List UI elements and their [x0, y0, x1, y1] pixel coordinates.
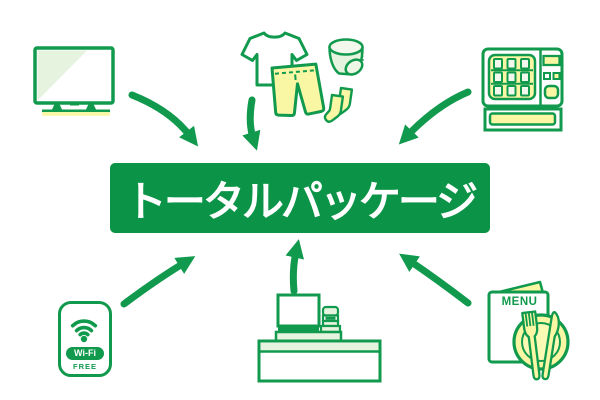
vending-machine-icon: [481, 47, 564, 132]
arrow-tv-to-package: [128, 91, 199, 147]
banner-label: トータルパッケージ: [124, 177, 478, 225]
tv-base: [42, 112, 110, 116]
menu-book-icon: MENU: [486, 277, 594, 387]
arrow-menu-to-package: [399, 253, 472, 307]
arrow-wifi-to-package: [120, 256, 196, 308]
reception-desk-icon: [257, 293, 382, 383]
knife-icon: [541, 311, 560, 381]
coin-slot: [543, 84, 560, 100]
wifi-badge: Wi-Fi: [66, 347, 104, 360]
arrow-clothing-to-package: [242, 96, 261, 151]
fork-icon: [521, 310, 541, 381]
wifi-signal-icon: [70, 319, 98, 343]
total-package-banner: トータルパッケージ: [110, 163, 490, 233]
arrow-desk-to-package: [285, 239, 304, 295]
tv-stand: [52, 103, 96, 110]
clothing-icon: [240, 31, 364, 123]
menu-title-label: MENU: [501, 296, 538, 308]
wifi-free-label: FREE: [72, 362, 97, 371]
socks: [323, 86, 354, 123]
desk-register: [319, 305, 342, 334]
pants: [270, 62, 326, 118]
vending-display: [542, 54, 561, 67]
desk-monitor: [276, 293, 321, 328]
diaper: [328, 38, 364, 76]
wifi-badge-label: Wi-Fi: [74, 348, 96, 358]
vending-tray: [488, 112, 557, 126]
arrow-vending-to-package: [398, 88, 472, 145]
wifi-icon: Wi-Fi FREE: [58, 301, 112, 377]
tv-icon: [33, 46, 115, 116]
